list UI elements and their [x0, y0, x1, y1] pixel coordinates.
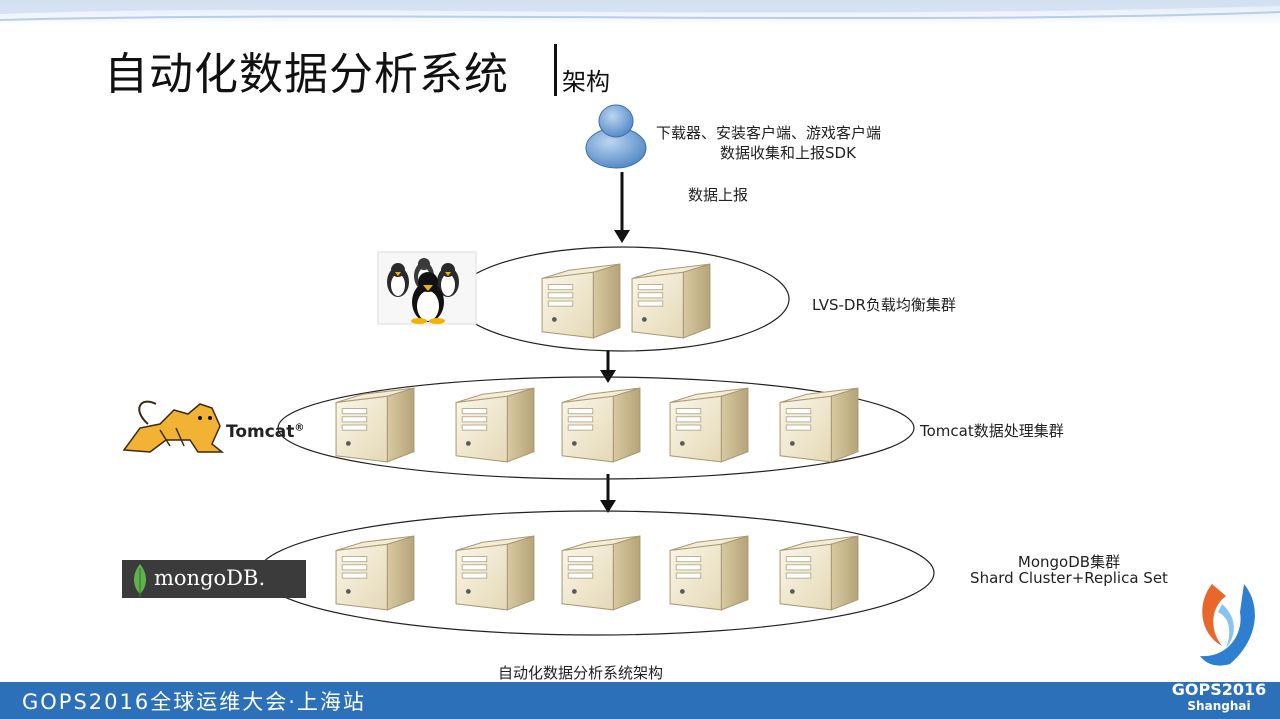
mongodb-logo: [122, 560, 306, 598]
server-icon: [541, 263, 621, 339]
server-icon: [455, 387, 535, 463]
server-icon: [669, 535, 749, 611]
footer-brand-main: GOPS2016: [1171, 680, 1267, 699]
footer-brand-sub: Shanghai: [1187, 699, 1251, 713]
server-icon: [669, 387, 749, 463]
client-line1: 下载器、安装客户端、游戏客户端: [656, 124, 882, 142]
tomcat-label: Tomcat数据处理集群: [920, 422, 1064, 440]
lvs-cluster-ellipse: [454, 246, 790, 352]
lvs-servers: [541, 263, 711, 339]
arrow-label-report: 数据上报: [688, 186, 749, 204]
mongodb-logo-text: mongoDB.: [154, 566, 266, 590]
tomcat-cluster-ellipse: [277, 376, 915, 480]
slide-subtitle: 架构: [562, 68, 610, 96]
tomcat-logo-text: Tomcat®: [226, 422, 305, 442]
server-icon: [779, 387, 859, 463]
gops-logo: [1200, 584, 1255, 666]
client-line2: 数据收集和上报SDK: [720, 144, 856, 162]
footer-brand: GOPS2016 Shanghai: [1164, 680, 1274, 714]
server-icon: [779, 535, 859, 611]
server-icon: [631, 263, 711, 339]
mongo-label-line1: MongoDB集群: [1017, 553, 1121, 571]
linux-penguin-logo: [377, 251, 477, 325]
server-icon: [561, 535, 641, 611]
server-icon: [335, 535, 415, 611]
arrow-client-to-lvs: [614, 172, 630, 243]
server-icon: [335, 387, 415, 463]
slide-title: 自动化数据分析系统: [104, 49, 509, 100]
server-icon: [455, 535, 535, 611]
tomcat-servers: [335, 387, 859, 463]
footer-text: GOPS2016全球运维大会·上海站: [22, 690, 366, 714]
mongo-label-line2: Shard Cluster+Replica Set: [970, 569, 1168, 587]
server-icon: [561, 387, 641, 463]
user-icon: [585, 104, 647, 169]
tomcat-logo: [122, 400, 225, 453]
lvs-label: LVS-DR负载均衡集群: [812, 296, 956, 314]
mongo-servers: [335, 535, 859, 611]
title-divider: [554, 44, 557, 96]
arrow-lvs-to-tomcat: [600, 350, 616, 383]
arrow-tomcat-to-mongo: [600, 474, 616, 513]
footer-bar: [0, 682, 1280, 719]
top-swoosh: [0, 0, 1280, 21]
diagram-caption: 自动化数据分析系统架构: [498, 664, 664, 682]
